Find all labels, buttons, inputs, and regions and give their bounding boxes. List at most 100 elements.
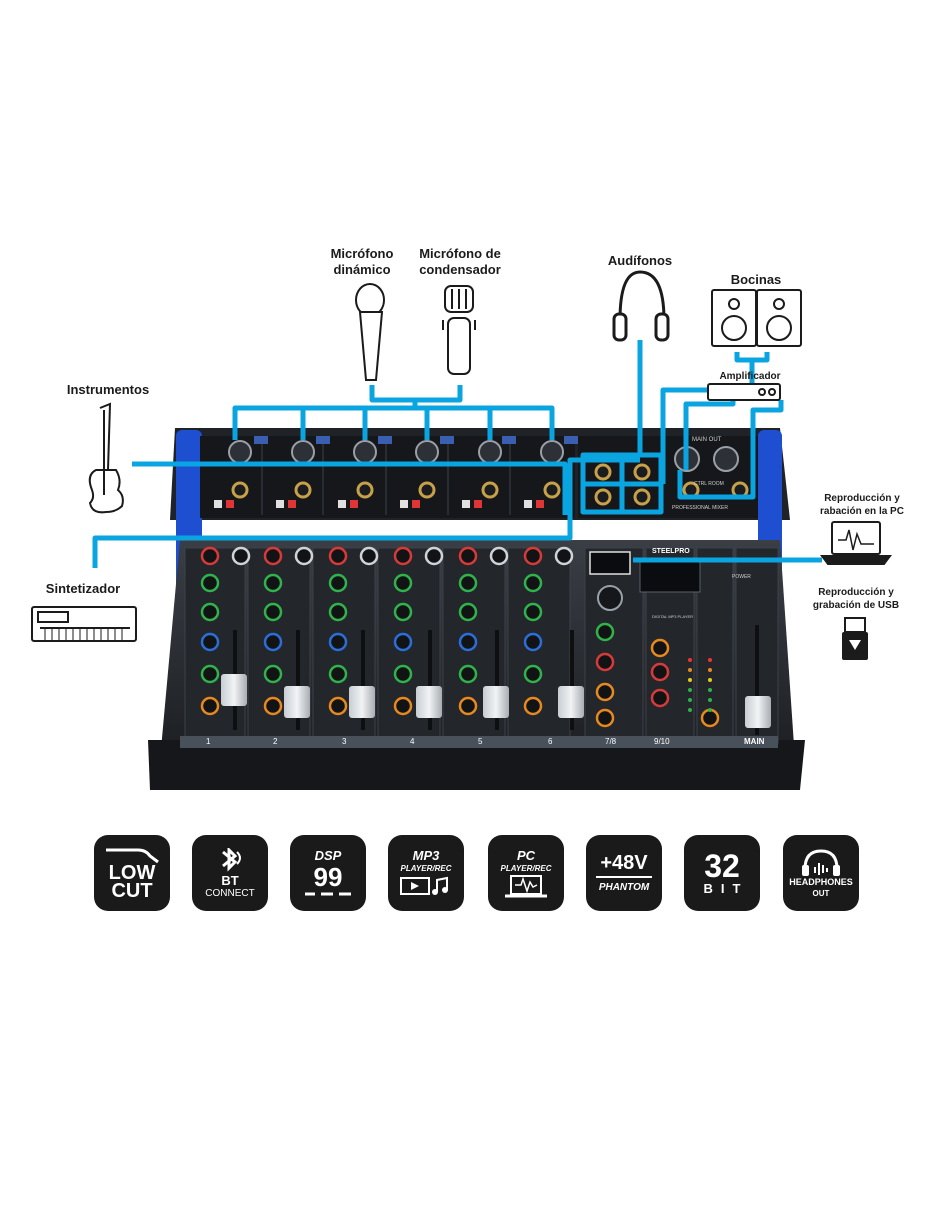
badge-pc: PC PLAYER/REC: [488, 835, 564, 911]
mixer-brand: STEELPRO: [652, 548, 690, 555]
ch-label-1: 1: [206, 737, 211, 746]
xlr-inputs: [228, 440, 564, 464]
badge-pc-line2: PLAYER/REC: [500, 863, 552, 873]
power-label: POWER: [732, 574, 751, 580]
knob: [595, 708, 615, 728]
badge-pc-line1: PC: [516, 847, 536, 863]
badge-phantom: +48V PHANTOM: [586, 835, 662, 911]
knob: [650, 638, 670, 658]
dynamic-mic-icon: [355, 283, 385, 381]
badge-bt: BT CONNECT: [192, 835, 268, 911]
badge-phantom-line2: PHANTOM: [598, 881, 650, 893]
laptop-wave-icon: [505, 874, 547, 897]
knob: [328, 632, 348, 652]
ch-label-78: 7/8: [605, 737, 617, 746]
badge-32bit-line2: BIT: [703, 881, 749, 896]
badge-dsp-line1: DSP: [314, 848, 342, 863]
mp3-player-label: DIGITAL MP3 PLAYER: [652, 614, 694, 619]
knob: [263, 664, 283, 684]
badge-bt-line2: CONNECT: [205, 887, 255, 899]
knob: [458, 664, 478, 684]
bluetooth-icon: [222, 847, 241, 872]
knob: [393, 664, 413, 684]
knob: [200, 573, 220, 593]
knob: [523, 696, 543, 716]
knob: [263, 602, 283, 622]
speakers-icon: [711, 289, 802, 347]
mixer: [148, 428, 805, 790]
knob: [328, 602, 348, 622]
speakers-label: Bocinas: [730, 272, 782, 287]
ch-label-6: 6: [548, 737, 553, 746]
knob: [200, 602, 220, 622]
knob: [328, 696, 348, 716]
mic-dynamic-label: Micrófono dinámico: [330, 246, 394, 277]
knob: [200, 664, 220, 684]
badge-32bit: 32 BIT: [684, 835, 760, 911]
knob: [650, 688, 670, 708]
knob: [263, 696, 283, 716]
pc-rec-label: Reproducción y rabación en la PC: [820, 493, 904, 517]
knob: [523, 546, 543, 566]
mic-condenser-label: Micrófono de condensador: [419, 246, 501, 277]
knob: [393, 696, 413, 716]
badge-bt-line1: BT: [221, 872, 239, 888]
knob: [595, 622, 615, 642]
ch-label-4: 4: [410, 737, 415, 746]
guitar-icon: [88, 402, 124, 514]
headphones-label: Audífonos: [607, 253, 673, 268]
knob: [393, 573, 413, 593]
ch-label-910: 9/10: [654, 737, 670, 746]
synth-label: Sintetizador: [45, 581, 121, 596]
knob: [200, 632, 220, 652]
knob: [458, 696, 478, 716]
low-cut-curve-icon: [106, 848, 159, 864]
pan-knob: [489, 546, 509, 566]
knob: [263, 632, 283, 652]
instruments-label: Instrumentos: [66, 382, 150, 397]
badge-phantom-line1: +48V: [600, 851, 648, 874]
badge-headphones-line1: HEADPHONES: [789, 877, 853, 887]
badge-headphones-line2: OUT: [812, 889, 830, 898]
knob: [700, 708, 720, 728]
synthesizer-icon: [31, 606, 137, 642]
knob: [523, 664, 543, 684]
knob: [393, 546, 413, 566]
amplifier-icon: [707, 383, 781, 401]
ch-label-2: 2: [273, 737, 278, 746]
knob: [458, 573, 478, 593]
headphones-wave-icon: [802, 849, 840, 876]
knob: [458, 602, 478, 622]
laptop-icon: [820, 521, 892, 565]
headphones-icon: [612, 270, 670, 342]
knob: [523, 602, 543, 622]
pan-knob: [424, 546, 444, 566]
knob: [393, 602, 413, 622]
badge-low-cut-line2: CUT: [111, 880, 153, 902]
usb-play-icon: [400, 876, 448, 895]
knob: [523, 573, 543, 593]
badge-dsp: DSP 99: [290, 835, 366, 911]
ch-label-5: 5: [478, 737, 483, 746]
knobs: [200, 546, 720, 728]
fader-caps: [221, 674, 771, 728]
knob: [458, 632, 478, 652]
badge-mp3-line1: MP3: [412, 847, 440, 863]
knob: [595, 682, 615, 702]
line-jacks: [231, 481, 561, 499]
ch-label-3: 3: [342, 737, 347, 746]
pan-knob: [294, 546, 314, 566]
knob: [650, 662, 670, 682]
knob: [458, 546, 478, 566]
knob: [393, 632, 413, 652]
knob: [200, 696, 220, 716]
amplifier-label: Amplificador: [719, 371, 781, 382]
main-label: MAIN: [744, 737, 765, 746]
cables: [92, 340, 822, 568]
badge-mp3-line2: PLAYER/REC: [400, 863, 452, 873]
badge-mp3: MP3 PLAYER/REC: [388, 835, 464, 911]
badge-low-cut-line1: LOW: [108, 862, 156, 884]
pan-knob: [554, 546, 574, 566]
knob: [200, 546, 220, 566]
